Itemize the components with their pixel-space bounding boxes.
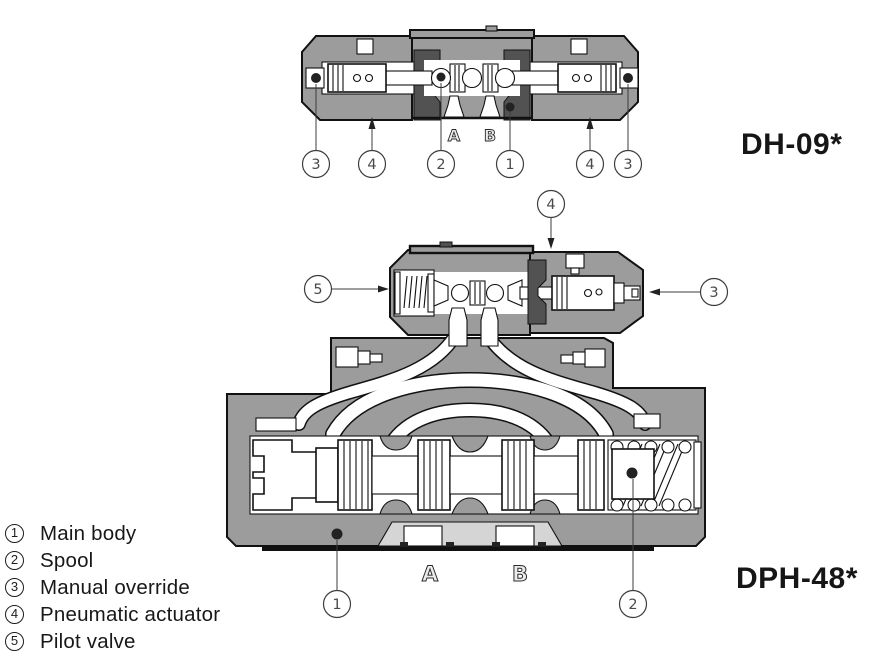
dh09-override-pin-left bbox=[311, 73, 321, 83]
pilot-spring bbox=[394, 271, 435, 315]
dph48-mounting-face bbox=[262, 545, 654, 551]
callout-number: 5 bbox=[313, 282, 322, 298]
dh09-callout-3-left: 3 bbox=[301, 84, 331, 179]
legend-item-number: 1 bbox=[5, 524, 24, 543]
dh09-callout-2: 2 bbox=[426, 83, 456, 179]
callout-circle bbox=[426, 149, 456, 179]
legend-item-label: Pneumatic actuator bbox=[40, 602, 221, 626]
dph48-spool-head bbox=[315, 447, 339, 503]
pilot-override-stub bbox=[623, 285, 641, 301]
dph48-callout-4: 4 bbox=[536, 189, 566, 249]
callout-number: 4 bbox=[367, 157, 376, 173]
dh09-spool-anchor-dot bbox=[436, 72, 446, 82]
legend-item-label: Manual override bbox=[40, 575, 190, 599]
arrow-down-icon bbox=[547, 238, 555, 249]
callout-circle bbox=[303, 274, 333, 304]
callout-number: 2 bbox=[628, 597, 637, 613]
dph48-port-block bbox=[377, 521, 563, 547]
dph48-fitting-left bbox=[335, 346, 383, 368]
dh09-callout-1: 1 bbox=[495, 112, 525, 179]
legend-item-number: 5 bbox=[5, 632, 24, 651]
arrow-left-icon bbox=[649, 288, 660, 296]
dph48-fitting-right bbox=[560, 348, 606, 368]
dph48-callout-2: 2 bbox=[618, 479, 648, 619]
dph48-callout-1: 1 bbox=[322, 540, 352, 619]
legend: 1 Main body 2 Spool 3 Manual override 4 … bbox=[5, 520, 220, 655]
arrow-right-icon bbox=[378, 285, 389, 293]
dh09-port-label-a: A bbox=[448, 126, 461, 145]
pilot-top-plate bbox=[408, 244, 535, 255]
legend-item: 5 Pilot valve bbox=[5, 628, 220, 655]
callout-circle bbox=[357, 149, 387, 179]
callout-circle bbox=[495, 149, 525, 179]
legend-item: 3 Manual override bbox=[5, 574, 220, 601]
legend-item-number: 3 bbox=[5, 578, 24, 597]
legend-item-number: 2 bbox=[5, 551, 24, 570]
dh09-diagram: A B 3 4 2 1 4 bbox=[301, 25, 643, 179]
legend-item: 4 Pneumatic actuator bbox=[5, 601, 220, 628]
dh09-port-label-b: B bbox=[484, 126, 496, 145]
callout-circle bbox=[575, 149, 605, 179]
dph48-port-label-a: A bbox=[422, 562, 439, 586]
pilot-screw-tip bbox=[570, 267, 580, 275]
callout-number: 1 bbox=[505, 157, 514, 173]
dph48-callout-3: 3 bbox=[649, 277, 729, 307]
callout-number: 3 bbox=[311, 157, 320, 173]
dph48-body-anchor-dot bbox=[331, 528, 343, 540]
pilot-stem-b bbox=[480, 307, 499, 347]
pilot-stem-a bbox=[448, 307, 468, 347]
dph48-flow-channels bbox=[255, 329, 661, 452]
dh09-screw-left bbox=[356, 38, 374, 55]
dph48-pilot-valve bbox=[389, 241, 644, 347]
callout-number: 3 bbox=[623, 157, 632, 173]
pilot-screw bbox=[565, 253, 585, 269]
pilot-piston bbox=[551, 275, 625, 311]
legend-item-label: Main body bbox=[40, 521, 137, 545]
dph48-spool-anchor-dot bbox=[626, 467, 638, 479]
dh09-top-tab bbox=[485, 25, 498, 32]
callout-circle bbox=[536, 189, 566, 219]
pilot-seal-pocket bbox=[527, 259, 547, 325]
dph48-main-spool bbox=[337, 439, 605, 511]
legend-item-label: Spool bbox=[40, 548, 94, 572]
legend-item: 2 Spool bbox=[5, 547, 220, 574]
dh09-callout-4-right: 4 bbox=[575, 117, 605, 179]
dh09-override-pin-right bbox=[623, 73, 633, 83]
legend-item-label: Pilot valve bbox=[40, 629, 136, 653]
model-label-dph48: DPH-48* bbox=[736, 562, 858, 595]
dh09-callout-3-right: 3 bbox=[613, 84, 643, 179]
legend-item-number: 4 bbox=[5, 605, 24, 624]
arrow-up-icon bbox=[586, 117, 594, 129]
dh09-spool bbox=[385, 63, 559, 93]
model-label-dh09: DH-09* bbox=[741, 128, 843, 161]
dh09-left-piston bbox=[327, 63, 387, 93]
callout-circle bbox=[301, 149, 331, 179]
callout-circle bbox=[322, 589, 352, 619]
dh09-body-anchor-dot bbox=[505, 102, 515, 112]
callout-number: 4 bbox=[585, 157, 594, 173]
callout-number: 4 bbox=[546, 197, 555, 213]
dph48-end-cap bbox=[252, 439, 319, 511]
dph48-bore-webs bbox=[379, 435, 561, 515]
callout-circle bbox=[699, 277, 729, 307]
dph48-port-label-b: B bbox=[512, 562, 528, 586]
callout-number: 2 bbox=[436, 157, 445, 173]
callout-circle bbox=[613, 149, 643, 179]
legend-item: 1 Main body bbox=[5, 520, 220, 547]
dph48-diagram: 5 4 3 1 2 A B bbox=[226, 189, 729, 619]
arrow-up-icon bbox=[368, 117, 376, 129]
callout-number: 1 bbox=[332, 597, 341, 613]
dph48-callout-5: 5 bbox=[303, 274, 389, 304]
dh09-screw-right bbox=[570, 38, 588, 55]
dh09-callout-4-left: 4 bbox=[357, 117, 387, 179]
dh09-right-piston bbox=[557, 63, 617, 93]
pilot-top-tab bbox=[439, 241, 453, 248]
callout-number: 3 bbox=[709, 285, 718, 301]
callout-circle bbox=[618, 589, 648, 619]
dh09-top-plate bbox=[409, 29, 535, 39]
